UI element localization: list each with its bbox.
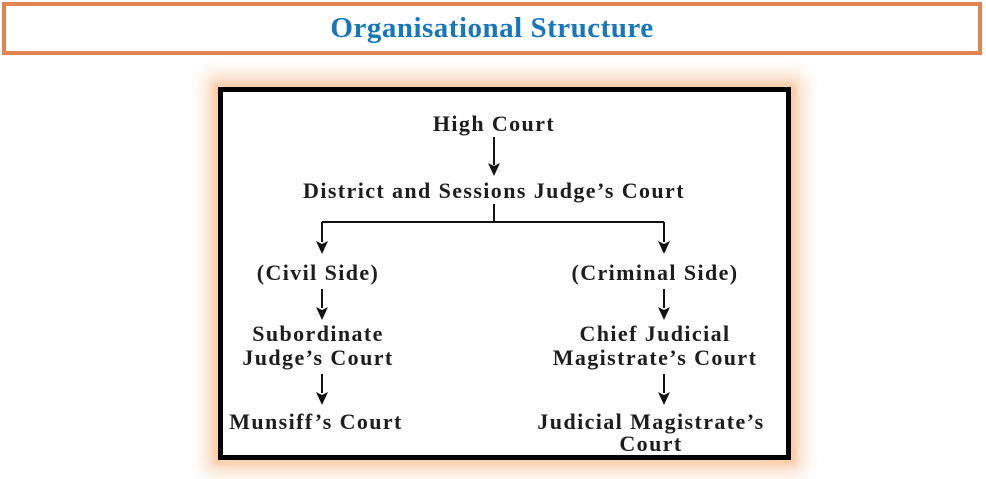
org-chart-box: High Court District and Sessions Judge’s… [218,87,791,460]
node-chief-judicial-court-line2: Magistrate’s Court [553,345,758,370]
title-banner: Organisational Structure [2,2,982,55]
node-subordinate-court-line1: Subordinate [252,321,384,346]
node-judicial-magistrate-court-line2: Court [619,431,682,456]
node-district-sessions-court: District and Sessions Judge’s Court [303,178,685,203]
flowchart: High Court District and Sessions Judge’s… [229,111,764,456]
node-criminal-side: (Criminal Side) [571,260,738,285]
arrow-subordinate-to-munsiff [316,374,328,405]
arrow-cjm-to-jm [658,374,670,405]
arrow-high-to-district [488,137,500,176]
arrow-civil-to-subordinate [316,289,328,320]
page-title: Organisational Structure [330,12,654,44]
node-high-court: High Court [433,111,555,136]
node-munsiff-court: Munsiff’s Court [229,409,403,434]
arrow-criminal-to-cjm [658,289,670,320]
branch-connector [316,204,670,254]
node-chief-judicial-court-line1: Chief Judicial [580,321,731,346]
node-judicial-magistrate-court-line1: Judicial Magistrate’s [537,409,764,434]
node-subordinate-court-line2: Judge’s Court [242,345,393,370]
node-civil-side: (Civil Side) [257,260,380,285]
